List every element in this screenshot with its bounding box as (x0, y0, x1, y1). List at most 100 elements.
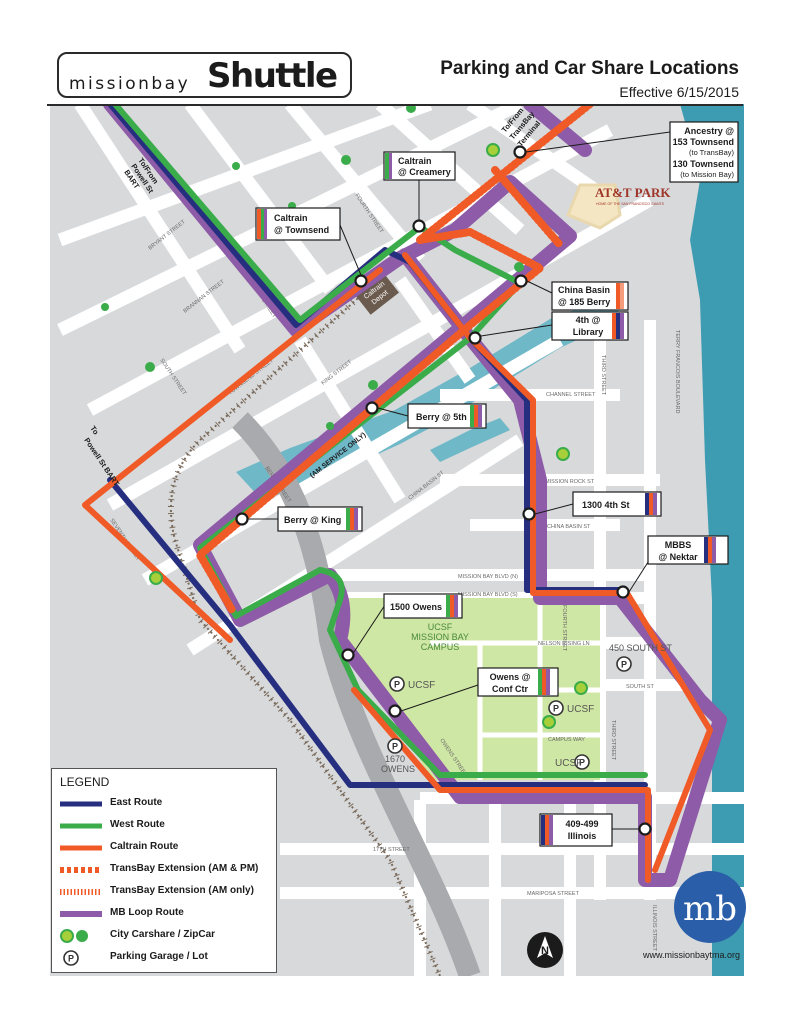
mb-logo: mb (674, 871, 746, 943)
stop-berry-5th[interactable] (365, 401, 379, 415)
logo-missionbay: missionbay (69, 74, 191, 94)
svg-text:17TH STREET: 17TH STREET (373, 847, 410, 853)
svg-text:@ 185 Berry: @ 185 Berry (558, 297, 610, 307)
parking-icon (574, 754, 590, 770)
svg-text:Conf Ctr: Conf Ctr (492, 684, 528, 694)
stop-4th-library[interactable] (468, 331, 482, 345)
callout-caltrain-creamery[interactable]: Caltrain @ Creamery (383, 151, 456, 181)
svg-text:THIRD STREET: THIRD STREET (610, 720, 616, 761)
zipcar-icon (232, 162, 240, 170)
callout-1500-owens[interactable]: 1500 Owens (383, 593, 463, 619)
stop-leaders (248, 131, 671, 830)
stop-owens-conf[interactable] (388, 704, 402, 718)
effective-date: Effective 6/15/2015 (619, 84, 739, 100)
svg-text:Ancestry @: Ancestry @ (684, 126, 734, 136)
stop-callouts: Caltrain @ Creamery Caltrain @ Townsend … (255, 121, 739, 847)
svg-text:MISSION BAY BLVD (N): MISSION BAY BLVD (N) (458, 574, 518, 580)
city-carshare-icon (486, 143, 500, 157)
stop-1300-4th[interactable] (522, 507, 536, 521)
compass-icon: N (527, 932, 563, 968)
svg-text:ILLINOIS STREET: ILLINOIS STREET (651, 905, 657, 951)
legend-west: West Route (60, 819, 165, 830)
callout-illinois[interactable]: 409-499 Illinois (539, 813, 613, 847)
callout-mbbs[interactable]: MBBS @ Nektar (647, 535, 729, 565)
svg-text:P: P (579, 758, 585, 768)
parking-icon (389, 676, 405, 692)
zipcar-icon (326, 422, 334, 430)
callout-owens-conf[interactable]: Owens @ Conf Ctr (477, 667, 559, 697)
parking-icon (548, 700, 564, 716)
parking-labels: UCSF UCSF UCSF 1670 OWENS 450 SOUTH ST (381, 643, 673, 774)
svg-text:(to Mission Bay): (to Mission Bay) (680, 170, 734, 179)
svg-text:@ Townsend: @ Townsend (274, 225, 329, 235)
zipcar-icon (76, 930, 88, 942)
svg-text:1500 Owens: 1500 Owens (390, 602, 442, 612)
zipcar-icon (341, 155, 351, 165)
stop-illinois[interactable] (638, 822, 652, 836)
svg-text:MBBS: MBBS (665, 540, 692, 550)
carshare-markers (101, 104, 588, 729)
stop-caltrain-creamery[interactable] (412, 219, 426, 233)
svg-text:Caltrain: Caltrain (274, 213, 308, 223)
svg-text:@ Creamery: @ Creamery (398, 167, 451, 177)
parking-icon (63, 950, 79, 966)
parking-markers (387, 656, 632, 770)
stop-mbbs[interactable] (616, 585, 630, 599)
svg-text:Illinois: Illinois (568, 831, 597, 841)
svg-text:P: P (621, 660, 627, 670)
svg-text:MISSION BAY BLVD (S): MISSION BAY BLVD (S) (458, 592, 518, 598)
parking-icon (616, 656, 632, 672)
svg-text:P: P (553, 704, 559, 714)
city-carshare-icon (542, 715, 556, 729)
legend-title: LEGEND (60, 775, 110, 789)
campus-label: UCSF MISSION BAY CAMPUS (411, 622, 469, 652)
legend-east: East Route (60, 797, 163, 808)
callout-4th-library[interactable]: 4th @ Library (551, 311, 629, 341)
stop-markers (235, 145, 652, 836)
legend-parking: P Parking Garage / Lot (52, 947, 276, 969)
svg-text:@ Nektar: @ Nektar (658, 552, 698, 562)
svg-text:OWENS: OWENS (381, 764, 415, 774)
callout-ancestry[interactable]: Ancestry @ 153 Townsend (to TransBay) 13… (669, 121, 739, 183)
header-divider (47, 104, 743, 106)
svg-text:FOURTH STREET: FOURTH STREET (561, 605, 567, 652)
svg-text:Berry @ 5th: Berry @ 5th (416, 412, 467, 422)
callout-berry-5th[interactable]: Berry @ 5th (407, 403, 487, 429)
city-carshare-icon (149, 571, 163, 585)
legend-carshare: City Carshare / ZipCar (52, 925, 276, 947)
svg-text:153 Townsend: 153 Townsend (673, 137, 734, 147)
stop-china-basin-berry[interactable] (514, 274, 528, 288)
svg-text:mb: mb (683, 889, 737, 929)
svg-text:UCSF: UCSF (428, 622, 453, 632)
city-carshare-icon (556, 447, 570, 461)
svg-text:CAMPUS WAY: CAMPUS WAY (548, 737, 585, 743)
stop-1500-owens[interactable] (341, 648, 355, 662)
legend-transbay-ampm: TransBay Extension (AM & PM) (60, 863, 259, 874)
mission-creek (236, 300, 620, 500)
website-link[interactable]: www.missionbaytma.org (642, 950, 740, 960)
svg-text:MISSION ROCK ST: MISSION ROCK ST (545, 479, 595, 485)
stop-caltrain-townsend[interactable] (354, 274, 368, 288)
svg-text:4th @: 4th @ (576, 315, 601, 325)
caltrain-depot: Caltrain Depot (354, 272, 399, 315)
svg-text:THIRD STREET: THIRD STREET (600, 355, 606, 396)
logo-shuttle: Shuttle (207, 56, 338, 96)
zipcar-icon (101, 303, 109, 311)
page-title: Parking and Car Share Locations (440, 58, 739, 79)
svg-text:CHINA BASIN ST: CHINA BASIN ST (547, 524, 591, 530)
stop-ancestry[interactable] (513, 145, 527, 159)
svg-text:P: P (392, 742, 398, 752)
callout-caltrain-townsend[interactable]: Caltrain @ Townsend (255, 207, 341, 241)
stop-berry-king[interactable] (235, 512, 249, 526)
parking-icon (387, 738, 403, 754)
callout-1300-4th[interactable]: 1300 4th St (572, 491, 662, 517)
svg-text:MISSION BAY: MISSION BAY (411, 632, 469, 642)
svg-text:Berry @ King: Berry @ King (284, 515, 341, 525)
svg-text:UCSF: UCSF (555, 758, 582, 769)
zipcar-icon (514, 262, 524, 272)
legend-transbay-am: TransBay Extension (AM only) (60, 885, 254, 896)
svg-text:NELSON RISING LN: NELSON RISING LN (538, 641, 590, 647)
callout-china-basin-berry[interactable]: China Basin @ 185 Berry (551, 281, 629, 311)
svg-text:China Basin: China Basin (558, 285, 610, 295)
callout-berry-king[interactable]: Berry @ King (277, 506, 363, 532)
